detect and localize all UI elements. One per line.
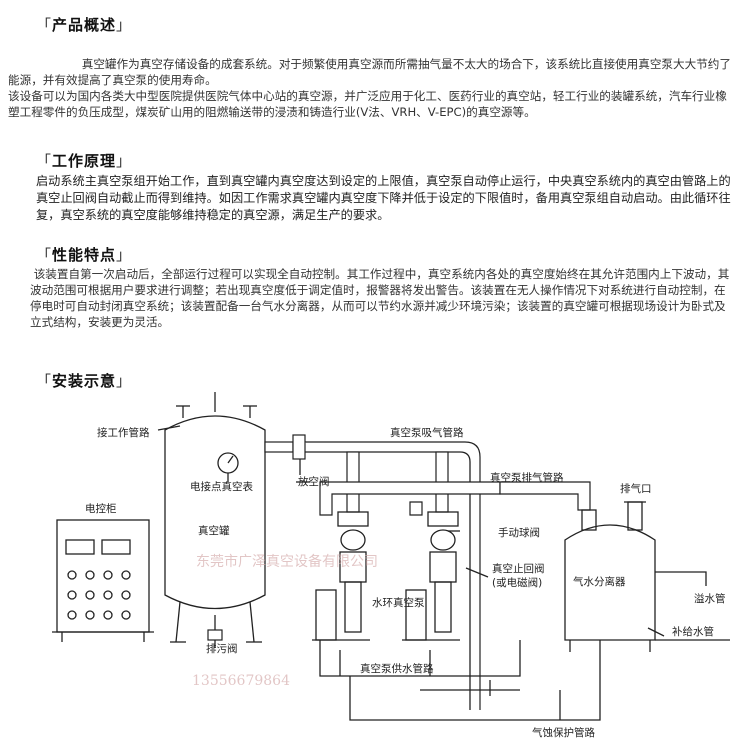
watermark-phone: 13556679864 — [192, 673, 290, 689]
label-cavitation-pipe: 气蚀保护管路 — [532, 726, 595, 739]
label-work-pipe: 接工作管路 — [97, 426, 150, 439]
label-makeup-water: 补给水管 — [672, 625, 714, 638]
label-vent-valve: 放空阀 — [298, 475, 330, 488]
section-title-installation: 「安装示意」 — [36, 372, 133, 390]
label-supply-pipe: 真空泵供水管路 — [360, 662, 434, 675]
vacuum-gauge-icon — [217, 452, 239, 482]
section-title-principle: 「工作原理」 — [36, 152, 133, 170]
principle-paragraph: 启动系统主真空泵组开始工作，直到真空罐内真空度达到设定的上限值，真空泵自动停止运… — [36, 174, 731, 222]
label-ball-valve: 手动球阀 — [498, 526, 540, 539]
label-drain: 排污阀 — [206, 642, 238, 655]
label-check-valve: 真空止回阀 — [492, 562, 545, 575]
overview-paragraph-2: 该设备可以为国内各类大中型医院提供医院气体中心站的真空源，并广泛应用于化工、医药… — [8, 89, 727, 119]
label-ring-pump: 水环真空泵 — [372, 596, 425, 609]
label-suction-pipe: 真空泵吸气管路 — [390, 426, 464, 439]
label-control-cabinet: 电控柜 — [85, 502, 117, 515]
water-ring-pump-2 — [402, 511, 460, 641]
features-paragraph: 该装置自第一次启动后，全部运行过程可以实现全自动控制。其工作过程中，真空系统内各… — [30, 267, 730, 329]
watermark-company: 东莞市广泽真空设备有限公司 — [196, 553, 378, 570]
label-separator: 气水分离器 — [573, 575, 626, 588]
section-title-overview: 「产品概述」 — [36, 16, 133, 34]
section-title-features: 「性能特点」 — [36, 246, 133, 264]
vacuum-tank — [164, 392, 266, 648]
label-exhaust-pipe: 真空泵排气管路 — [490, 471, 564, 484]
gas-water-separator — [564, 501, 730, 652]
label-exhaust-port: 排气口 — [620, 482, 652, 495]
label-gauge: 电接点真空表 — [190, 480, 253, 493]
overview-paragraph-1: 真空罐作为真空存储设备的成套系统。对于频繁使用真空源而所需抽气量不太大的场合下，… — [8, 57, 731, 87]
label-check-valve-alt: (或电磁阀) — [492, 576, 542, 589]
control-cabinet — [52, 519, 154, 642]
installation-diagram: 接工作管路 真空泵吸气管路 电接点真空表 放空阀 真空泵排气管路 排气口 电控柜… — [52, 392, 730, 739]
label-tank: 真空罐 — [198, 524, 230, 537]
label-overflow: 溢水管 — [694, 592, 726, 605]
water-ring-pump-1 — [312, 511, 370, 641]
